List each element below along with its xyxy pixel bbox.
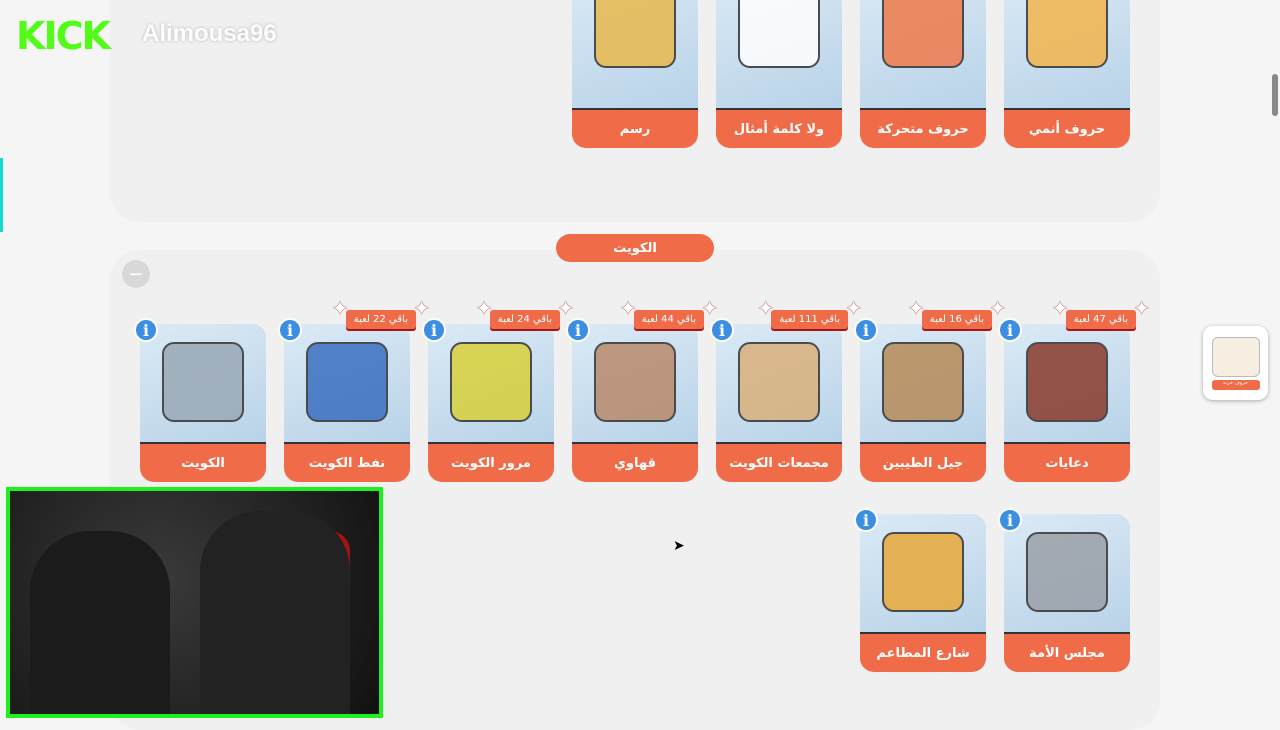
floating-game-widget[interactable]: حروف خربه [1203,326,1268,400]
card-label: قهاوي [572,444,698,482]
card-label: رسم [572,110,698,148]
category-card[interactable]: i رسم [572,0,698,148]
card-label: جيل الطيبين [860,444,986,482]
mouse-cursor-icon: ➤ [673,538,685,554]
category-card[interactable]: i باقي 44 لعبة قهاوي [566,296,718,482]
collapse-section-button[interactable]: − [122,260,150,288]
card-illustration [882,0,964,68]
widget-grid-icon [1211,336,1260,377]
card-label: شارع المطاعم [860,634,986,672]
card-image [716,324,842,444]
card-image [572,324,698,444]
card-image [860,514,986,634]
card-illustration [594,342,676,422]
card-illustration [738,342,820,422]
card-illustration [882,342,964,422]
card-label: حروف متحركة [860,110,986,148]
card-label: مرور الكويت [428,444,554,482]
category-card[interactable]: i باقي 22 لعبة نفط الكويت [278,296,430,482]
category-card[interactable]: i حروف أنمي [1004,0,1130,148]
person-right [200,511,350,714]
card-image [428,324,554,444]
card-illustration [882,532,964,612]
widget-label: حروف خربه [1211,379,1260,390]
scrollbar-thumb[interactable] [1272,74,1278,116]
card-label: مجمعات الكويت [716,444,842,482]
remaining-games-badge: باقي 111 لعبة [757,296,862,329]
info-icon[interactable]: i [566,318,590,342]
card-image [1004,514,1130,634]
card-illustration [450,342,532,422]
card-label: مجلس الأمة [1004,634,1130,672]
info-icon[interactable]: i [278,318,302,342]
info-icon[interactable]: i [422,318,446,342]
category-card[interactable]: i باقي 111 لعبة مجمعات الكويت [710,296,862,482]
card-illustration [306,342,388,422]
card-illustration [738,0,820,68]
card-image [1004,0,1130,110]
remaining-games-badge: باقي 22 لعبة [332,296,430,329]
side-edge-accent [0,158,3,232]
card-image [716,0,842,110]
info-icon[interactable]: i [854,318,878,342]
card-illustration [1026,532,1108,612]
card-image [572,0,698,110]
remaining-games-badge: باقي 44 لعبة [620,296,718,329]
card-illustration [1026,342,1108,422]
card-label: نفط الكويت [284,444,410,482]
card-image [860,324,986,444]
card-label: دعايات [1004,444,1130,482]
category-card[interactable]: i ولا كلمة أمثال [716,0,842,148]
info-icon[interactable]: i [134,318,158,342]
info-icon[interactable]: i [998,508,1022,532]
webcam-overlay [6,487,383,718]
card-label: حروف أنمي [1004,110,1130,148]
category-card[interactable]: i شارع المطاعم [854,508,986,672]
card-image [860,0,986,110]
category-card[interactable]: i الكويت [134,318,266,482]
card-illustration [594,0,676,68]
card-image [140,324,266,444]
card-image [284,324,410,444]
info-icon[interactable]: i [854,508,878,532]
info-icon[interactable]: i [998,318,1022,342]
card-label: الكويت [140,444,266,482]
card-illustration [162,342,244,422]
category-card[interactable]: i باقي 24 لعبة مرور الكويت [422,296,574,482]
remaining-games-badge: باقي 47 لعبة [1052,296,1150,329]
category-card[interactable]: i باقي 47 لعبة دعايات [998,296,1150,482]
category-card[interactable]: i باقي 16 لعبة جيل الطيبين [854,296,1006,482]
remaining-games-badge: باقي 24 لعبة [476,296,574,329]
category-card[interactable]: i حروف متحركة [860,0,986,148]
remaining-games-badge: باقي 16 لعبة [908,296,1006,329]
person-left [30,531,170,714]
info-icon[interactable]: i [710,318,734,342]
section-title-kuwait: الكويت [556,234,714,262]
category-card[interactable]: i مجلس الأمة [998,508,1130,672]
streamer-username: Alimousa96 [142,20,277,47]
card-illustration [1026,0,1108,68]
card-image [1004,324,1130,444]
kick-logo: KICK [16,14,111,58]
card-label: ولا كلمة أمثال [716,110,842,148]
